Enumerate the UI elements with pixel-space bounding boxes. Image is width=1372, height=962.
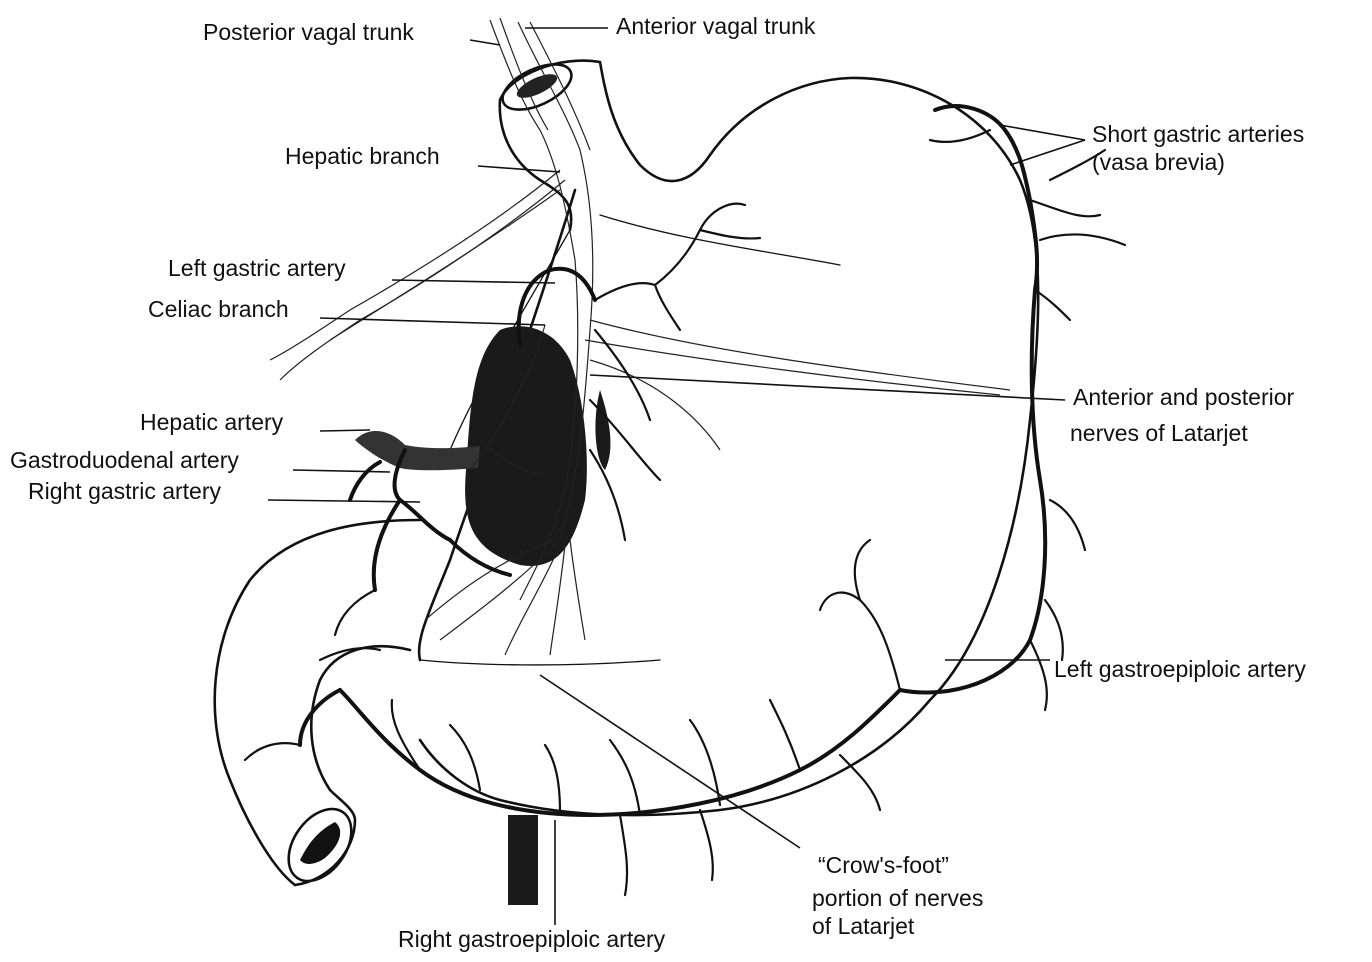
label-crows-foot-3: of Latarjet	[812, 913, 915, 939]
label-nerves-of-latarjet: nerves of Latarjet	[1070, 420, 1248, 446]
label-right-gastric-artery: Right gastric artery	[28, 478, 222, 504]
vagal-nerves	[270, 18, 1010, 655]
stomach-outline	[215, 55, 1038, 905]
label-short-gastric-arteries: Short gastric arteries	[1092, 121, 1304, 147]
label-hepatic-artery: Hepatic artery	[140, 409, 284, 435]
label-crows-foot-1: “Crow's-foot”	[818, 852, 949, 878]
label-gastroduodenal-artery: Gastroduodenal artery	[10, 447, 239, 473]
label-left-gastric-artery: Left gastric artery	[168, 255, 346, 281]
label-celiac-branch: Celiac branch	[148, 296, 289, 322]
label-hepatic-branch: Hepatic branch	[285, 143, 440, 169]
label-vasa-brevia: (vasa brevia)	[1092, 149, 1225, 175]
label-left-gastroepiploic-artery: Left gastroepiploic artery	[1054, 656, 1306, 682]
label-anterior-vagal-trunk: Anterior vagal trunk	[616, 13, 816, 39]
label-posterior-vagal-trunk: Posterior vagal trunk	[203, 19, 414, 45]
gastric-arteries	[245, 106, 1125, 895]
label-anterior-posterior: Anterior and posterior	[1073, 384, 1295, 410]
label-right-gastroepiploic-artery: Right gastroepiploic artery	[398, 926, 666, 952]
label-crows-foot-2: portion of nerves	[812, 885, 983, 911]
